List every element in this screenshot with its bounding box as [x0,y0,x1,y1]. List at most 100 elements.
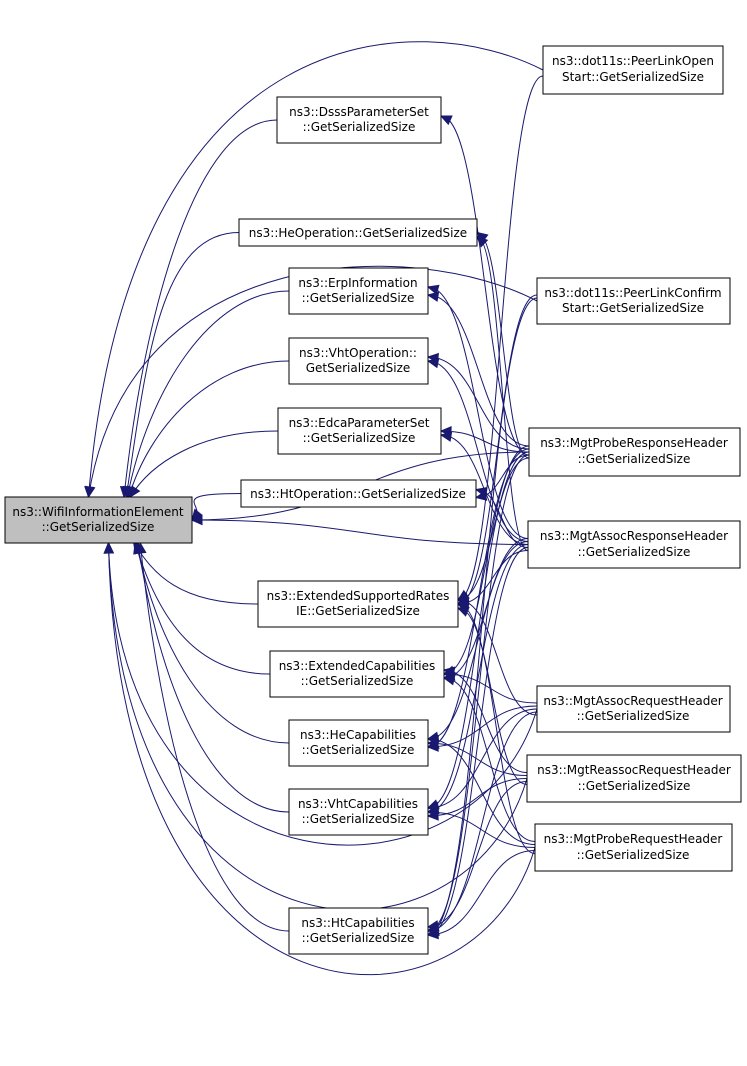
node-label-line2: ::GetSerializedSize [577,709,690,723]
edge-probeReq-to-extrates [456,603,536,854]
node-peer-link-confirm-start[interactable]: ns3::dot11s::PeerLinkConfirm Start::GetS… [536,277,731,325]
node-label-line2: ::GetSerializedSize [42,520,155,534]
node-erp-information[interactable]: ns3::ErpInformation ::GetSerializedSize [288,267,429,315]
node-label-line2: ::GetSerializedSize [302,931,415,945]
node-extended-capabilities[interactable]: ns3::ExtendedCapabilities ::GetSerialize… [269,650,445,698]
edge-layer [84,41,544,976]
node-label-line2: ::GetSerializedSize [302,743,415,757]
node-mgt-probe-response-header[interactable]: ns3::MgtProbeResponseHeader ::GetSeriali… [528,427,741,477]
arrowhead [85,485,96,499]
node-label-line1: ns3::WifiInformationElement [12,505,184,519]
node-label-line1: ns3::HtCapabilities [301,916,414,930]
edge-probeReq-to-vhtcap [426,807,536,848]
node-label-line1: ns3::HeOperation::GetSerializedSize [249,226,467,240]
node-label-line2: GetSerializedSize [306,361,411,375]
edge-extrates-to-wifi [133,541,259,605]
arrowhead [426,925,440,936]
edge-reassocReq-to-extcap [442,666,528,773]
edge-probeReq-to-wifi [103,541,536,976]
edge-probeResp-to-heop [476,231,530,459]
node-label-line2: ::GetSerializedSize [301,674,414,688]
node-vht-operation[interactable]: ns3::VhtOperation:: GetSerializedSize [288,337,429,385]
node-mgt-assoc-request-header[interactable]: ns3::MgtAssocRequestHeader ::GetSerializ… [536,685,731,733]
edge-vhtop-to-wifi [126,360,290,499]
node-label-line1: ns3::MgtAssocResponseHeader [540,529,728,543]
node-label-line1: ns3::ExtendedCapabilities [279,659,436,673]
node-he-operation[interactable]: ns3::HeOperation::GetSerializedSize [238,218,478,247]
edge-probeReq-to-extcap [442,675,536,842]
edge-edca-to-wifi [129,430,279,499]
node-label-line1: ns3::MgtProbeRequestHeader [544,832,723,846]
edge-probeReq-to-hecap [426,734,536,845]
arrowhead [426,284,440,295]
edge-dsss-to-wifi [119,119,278,499]
edge-assocResp-to-vhtop [426,357,529,542]
edge-probeResp-to-erp [426,291,530,447]
node-extended-supported-rates-ie[interactable]: ns3::ExtendedSupportedRates IE::GetSeria… [257,580,459,628]
node-label-line1: ns3::dot11s::PeerLinkOpen [552,54,714,68]
node-label-line2: ::GetSerializedSize [577,848,690,862]
node-label-line1: ns3::MgtReassocRequestHeader [537,763,731,777]
edge-probeReq-to-htcap [426,850,536,940]
arrowhead [442,666,456,677]
arrowhead [426,734,439,746]
arrowhead [442,675,456,686]
edge-htop-to-wifi [191,493,242,521]
node-label-line2: ::GetSerializedSize [302,812,415,826]
arrowhead [426,807,439,818]
node-wifi-information-element[interactable]: ns3::WifiInformationElement ::GetSeriali… [4,496,193,544]
node-label-line1: ns3::MgtProbeResponseHeader [540,436,728,450]
node-peer-link-open-start[interactable]: ns3::dot11s::PeerLinkOpen Start::GetSeri… [542,45,724,95]
node-label-line2: ::GetSerializedSize [578,452,691,466]
node-label-line2: Start::GetSerializedSize [562,70,704,84]
node-mgt-probe-request-header[interactable]: ns3::MgtProbeRequestHeader ::GetSerializ… [534,823,733,872]
node-vht-capabilities[interactable]: ns3::VhtCapabilities ::GetSerializedSize [288,788,429,836]
edge-probeResp-to-dsss [439,115,530,456]
edge-assocResp-to-erp [426,284,529,539]
node-ht-capabilities[interactable]: ns3::HtCapabilities ::GetSerializedSize [288,907,429,955]
node-ht-operation[interactable]: ns3::HtOperation::GetSerializedSize [240,479,477,508]
edge-reassocReq-to-htcap [426,781,528,931]
node-label-line1: ns3::dot11s::PeerLinkConfirm [544,286,721,300]
edge-heop-to-wifi [122,232,240,499]
node-label-line1: ns3::ErpInformation [298,276,417,290]
arrowhead [439,115,453,126]
node-label-line2: ::GetSerializedSize [578,779,691,793]
arrowhead [474,486,488,498]
node-label-line1: ns3::EdcaParameterSet [289,416,430,430]
node-label-line2: ::GetSerializedSize [578,545,691,559]
node-layer: ns3::WifiInformationElement ::GetSeriali… [4,45,742,955]
edge-htcap-to-wifi [136,541,290,932]
arrowhead [103,541,115,554]
node-label-line1: ns3::VhtCapabilities [298,797,418,811]
node-he-capabilities[interactable]: ns3::HeCapabilities ::GetSerializedSize [288,719,429,767]
edge-erp-to-wifi [124,290,290,499]
arrowhead [190,514,203,526]
arrowhead [426,357,440,369]
node-mgt-reassoc-request-header[interactable]: ns3::MgtReassocRequestHeader ::GetSerial… [526,754,742,803]
edge-assocResp-to-wifi [190,514,529,545]
edge-plconf-to-extrates [456,294,538,605]
node-label-line2: ::GetSerializedSize [302,291,415,305]
arrowhead [456,594,470,605]
node-label-line2: ::GetSerializedSize [303,431,416,445]
arrowhead [129,485,141,499]
edge-plconf-to-htcap [426,297,538,936]
node-dsss-parameter-set[interactable]: ns3::DsssParameterSet ::GetSerializedSiz… [276,96,442,144]
node-label-line1: ns3::HeCapabilities [300,728,416,742]
node-label-line1: ns3::MgtAssocRequestHeader [543,694,722,708]
edge-plconf-to-wifi [85,265,538,499]
edge-assocResp-to-heop [476,235,529,551]
arrowhead [426,291,440,302]
arrowhead [476,235,489,248]
node-label-line2: ::GetSerializedSize [303,120,416,134]
node-label-line1: ns3::VhtOperation:: [299,346,417,360]
node-label-line1: ns3::HtOperation::GetSerializedSize [250,487,466,501]
node-edca-parameter-set[interactable]: ns3::EdcaParameterSet ::GetSerializedSiz… [277,407,442,455]
edge-assocResp-to-htop [474,486,529,548]
node-mgt-assoc-response-header[interactable]: ns3::MgtAssocResponseHeader ::GetSeriali… [527,520,741,569]
node-label-line1: ns3::DsssParameterSet [289,105,429,119]
node-label-line1: ns3::ExtendedSupportedRates [267,589,450,603]
arrowhead [136,541,147,554]
